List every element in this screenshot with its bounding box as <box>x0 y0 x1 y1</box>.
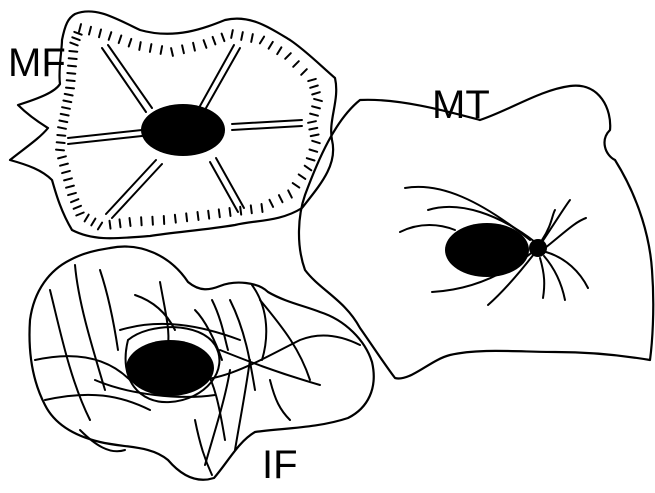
mf-hatch-mark <box>269 42 273 49</box>
mf-hatch-mark <box>66 88 74 89</box>
mf-hatch-mark <box>161 46 163 54</box>
mf-nucleus <box>141 104 225 156</box>
mf-hatch-mark <box>219 209 220 217</box>
mf-hatch-mark <box>56 150 64 151</box>
mf-hatch-mark <box>312 141 320 143</box>
mf-hatch-mark <box>312 92 320 94</box>
mf-hatch-mark <box>67 80 75 81</box>
if-nucleus <box>126 340 214 396</box>
mf-hatch-mark <box>186 213 187 221</box>
mf-hatch-mark <box>307 158 315 160</box>
mf-hatch-mark <box>150 44 152 52</box>
mf-hatch-mark <box>74 32 81 35</box>
mf-hatch-mark <box>70 43 77 46</box>
mf-hatch-mark <box>279 195 283 202</box>
mf-hatch-mark <box>61 114 69 116</box>
mf-hatch-mark <box>130 218 131 226</box>
mf-hatch-mark <box>68 193 76 195</box>
mf-hatch-mark <box>120 219 121 227</box>
mf-hatch-mark <box>110 221 111 229</box>
label-if: IF <box>262 443 298 487</box>
mf-hatch-mark <box>119 36 122 44</box>
mf-hatch-mark <box>98 223 102 230</box>
mf-hatch-mark <box>72 37 79 40</box>
mf-hatch-mark <box>62 171 70 173</box>
mf-hatch-mark <box>311 135 319 137</box>
label-mt: MT <box>432 83 490 127</box>
mf-hatch-mark <box>222 34 225 42</box>
mf-hatch-mark <box>299 174 306 179</box>
mf-hatch-mark <box>241 32 243 40</box>
mt-nucleus <box>445 223 529 277</box>
mf-hatch-mark <box>251 205 252 213</box>
mf-hatch-mark <box>308 79 316 81</box>
mf-hatch-mark <box>58 156 66 158</box>
mf-hatch-mark <box>91 219 95 226</box>
mf-hatch-mark <box>262 204 263 212</box>
mf-hatch-mark <box>76 213 83 216</box>
if-cell <box>30 247 374 480</box>
mf-hatch-mark <box>213 37 216 45</box>
mf-hatch-mark <box>260 37 264 44</box>
mf-hatch-mark <box>66 186 74 188</box>
mf-hatch-mark <box>293 183 300 188</box>
mf-hatch-mark <box>68 66 76 67</box>
mf-hatch-mark <box>69 58 77 59</box>
mf-hatch-mark <box>182 45 184 53</box>
mf-hatch-mark <box>171 48 173 56</box>
mf-hatch-mark <box>175 215 176 223</box>
mf-hatch-mark <box>230 208 231 216</box>
label-mf: MF <box>8 41 66 85</box>
mf-hatch-mark <box>314 99 322 101</box>
mf-hatch-mark <box>285 53 291 59</box>
mf-hatch-mark <box>85 215 89 222</box>
mf-hatch-mark <box>129 39 132 47</box>
mf-hatch-mark <box>152 217 153 225</box>
mf-hatch-mark <box>240 207 241 215</box>
mf-hatch-mark <box>139 42 140 50</box>
mf-hatch-mark <box>310 150 318 152</box>
mf-hatch-mark <box>301 69 307 75</box>
mf-hatch-mark <box>74 206 81 209</box>
mf-hatch-mark <box>193 43 195 51</box>
mf-hatch-mark <box>312 106 320 108</box>
mt-cell <box>299 86 653 379</box>
mf-hatch-mark <box>67 73 75 74</box>
mf-hatch-mark <box>65 94 73 96</box>
mf-hatch-mark <box>208 211 209 219</box>
mf-hatch-mark <box>79 24 81 32</box>
mf-hatch-mark <box>231 30 233 38</box>
mf-hatch-mark <box>69 51 77 52</box>
mf-hatch-mark <box>109 32 112 40</box>
mf-hatch-mark <box>251 34 253 42</box>
mf-hatch-mark <box>63 101 71 103</box>
mf-hatch-mark <box>305 166 312 171</box>
mf-hatch-mark <box>99 30 101 38</box>
mf-hatch-mark <box>310 86 318 88</box>
mf-hatch-mark <box>141 217 142 225</box>
mf-hatch-mark <box>59 121 67 123</box>
mf-hatch-mark <box>308 121 316 123</box>
mf-hatch-mark <box>58 127 66 129</box>
mf-hatch-mark <box>89 27 91 35</box>
mf-hatch-mark <box>293 61 299 67</box>
mf-hatch-mark <box>57 142 65 143</box>
mt-centrosome <box>529 239 547 257</box>
mf-hatch-mark <box>270 200 274 207</box>
mf-hatch-mark <box>309 128 317 130</box>
mf-hatch-mark <box>198 212 199 220</box>
mf-hatch-mark <box>71 199 78 202</box>
mf-hatch-mark <box>204 40 207 48</box>
mf-hatch-mark <box>310 114 318 116</box>
mf-hatch-mark <box>62 107 70 109</box>
mf-hatch-mark <box>64 178 72 180</box>
mf-hatch-mark <box>57 135 65 136</box>
mf-hatch-mark <box>288 190 292 197</box>
mf-hatch-mark <box>277 47 281 54</box>
mf-hatch-mark <box>60 164 68 166</box>
